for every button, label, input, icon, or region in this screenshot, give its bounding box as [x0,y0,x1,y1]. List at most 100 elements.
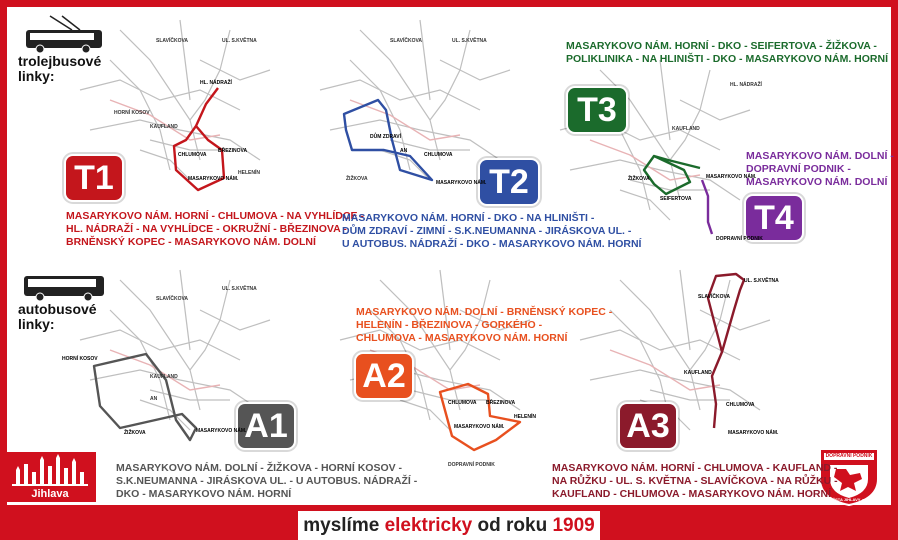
stop-label: MASARYKOVO NÁM. [188,176,239,182]
map-label: KAUFLAND [150,374,178,380]
street-line [459,309,531,331]
route-line: U AUTOBUS. NÁDRAŽÍ - DKO - MASARYKOVO NÁ… [342,238,641,251]
line-badge-t2[interactable]: T2 [480,160,538,204]
stop-label: BŘEZINOVA [218,148,248,154]
logo-text: Jihlava [31,488,69,500]
street-line [669,69,711,161]
line-badge-t3[interactable]: T3 [568,88,626,132]
street-line [189,29,231,121]
route-stops: - ŽIŽKOVA - HORNÍ KOSOV - [257,462,403,474]
route-text-t4: MASARYKOVO NÁM. DOLNÍ -DOPRAVNÍ PODNIK -… [746,150,894,189]
street-line [149,389,230,401]
route-line: BRNĚNSKÝ KOPEC - MASARYKOVO NÁM. DOLNÍ [66,236,364,249]
stop-label: MASARYKOVO NÁM. [706,174,757,180]
right-frame [891,0,898,540]
street-line [379,279,461,411]
map-label: HORNÍ KOSOV [114,110,150,116]
stop-label: CHLUMOVA [726,402,755,408]
stop-label: MASARYKOVO NÁM. [728,430,779,436]
street-line [119,279,201,411]
route-stops: - CHLUMOVA - NA VYHLÍDCE - [208,210,364,222]
line-badge-a2[interactable]: A2 [356,354,412,398]
route-line: HL. NÁDRAŽÍ - NA VYHLÍDCE - OKRUŽNÍ - BŘ… [66,223,364,236]
route-stops: POLIKLINIKA - NA HLINIŠTI - DKO - [566,53,746,65]
route-line: POLIKLINIKA - NA HLINIŠTI - DKO - MASARY… [566,53,888,66]
street-line [179,19,191,101]
trolley-network-line [589,139,701,181]
map-label: AN [150,396,158,402]
route-line: KAUFLAND - CHLUMOVA - MASARYKOVO NÁM. HO… [552,488,838,501]
street-line [339,329,501,361]
route-stops: - [887,150,894,162]
category-line2: linky: [18,68,55,84]
route-line: DŮM ZDRAVÍ - ZIMNÍ - S.K.NEUMANNA - JIRÁ… [342,225,641,238]
slogan-part: myslíme [303,515,385,536]
stop-label: CHLUMOVA [424,152,453,158]
route-terminus: MASARYKOVO NÁM. HORNÍ [424,332,568,344]
street-line [89,369,261,411]
street-line [139,399,191,431]
route-stops: BRNĚNSKÝ KOPEC - [66,236,175,248]
route-text-t2: MASARYKOVO NÁM. HORNÍ - DKO - NA HLINIŠT… [342,212,641,251]
route-terminus: MASARYKOVO NÁM. DOLNÍ [116,462,258,474]
left-frame [0,0,7,540]
route-stops: - CHLUMOVA - KAUFLAND - [694,462,838,474]
street-line [389,139,470,151]
logo-right-bottom-text: MĚSTA JIHLAVY, a.s. [829,497,869,502]
route-path-t4 [700,179,714,235]
logo-right-top-text: DOPRAVNÍ PODNIK [825,453,873,459]
street-line [569,159,741,201]
street-line [619,279,701,411]
line-badge-t4[interactable]: T4 [746,196,802,240]
stop-label: ŽIŽKOVA [124,430,146,436]
street-line [79,329,241,361]
jihlava-logo: Jihlava [4,452,96,502]
line-badge-t1[interactable]: T1 [66,156,122,200]
line-badge-a3[interactable]: A3 [620,404,676,448]
route-text-t1: MASARYKOVO NÁM. HORNÍ - CHLUMOVA - NA VY… [66,210,364,249]
stop-label: SEIFERTOVA [660,196,692,202]
route-line: NA RŮŽKU - UL. S. KVĚTNA - SLAVÍČKOVA - … [552,475,838,488]
trolleybus-icon [26,15,102,54]
line-badge-a1[interactable]: A1 [238,404,294,448]
route-line: MASARYKOVO NÁM. DOLNÍ - BRNĚNSKÝ KOPEC - [356,306,612,319]
bus-icon [24,276,104,302]
route-terminus: MASARYKOVO NÁM. HORNÍ [342,212,485,224]
trolley-network-line [609,349,721,391]
route-terminus: MASARYKOVO NÁM. HORNÍ [66,210,209,222]
route-line: MASARYKOVO NÁM. HORNÍ - DKO - NA HLINIŠT… [342,212,641,225]
route-stops: CHLUMOVA - [356,332,425,344]
street-line [139,149,191,181]
street-line [689,279,731,371]
route-terminus: MASARYKOVO NÁM. DOLNÍ [174,236,316,248]
route-terminus: MASARYKOVO NÁM. DOLNÍ [746,176,888,188]
street-line [199,59,271,81]
street-line [699,309,771,331]
street-line [679,269,691,351]
trolley-network-line [109,349,221,391]
route-text-a3: MASARYKOVO NÁM. HORNÍ - CHLUMOVA - KAUFL… [552,462,838,501]
slogan-highlight: elektricky [384,515,473,536]
route-stops: - DKO - NA HLINIŠTI - [484,212,595,224]
map-label: SLAVÍČKOVA [156,296,189,302]
street-line [439,269,451,351]
street-line [399,399,451,431]
street-line [609,309,671,421]
street-line [189,279,231,371]
route-line: S.K.NEUMANNA - JIRÁSKOVA UL. - U AUTOBUS… [116,475,417,488]
slogan-year: 1909 [552,515,595,536]
category-line2: linky: [18,316,55,332]
route-stops: U AUTOBUS. NÁDRAŽÍ - DKO - [342,238,499,250]
stop-label: HELENÍN [514,414,536,420]
route-terminus: MASARYKOVO NÁM. HORNÍ [552,462,695,474]
stop-label: ŽIŽKOVA [628,176,650,182]
bus-category: autobusové linky: [18,302,97,332]
route-terminus: MASARYKOVO NÁM. HORNÍ [688,488,832,500]
street-line [679,99,751,121]
stop-label: UL. S.KVĚTNA [744,278,779,284]
route-stops: KAUFLAND - CHLUMOVA - [552,488,689,500]
street-line [589,369,761,411]
street-line [89,119,261,161]
top-frame [0,0,898,7]
